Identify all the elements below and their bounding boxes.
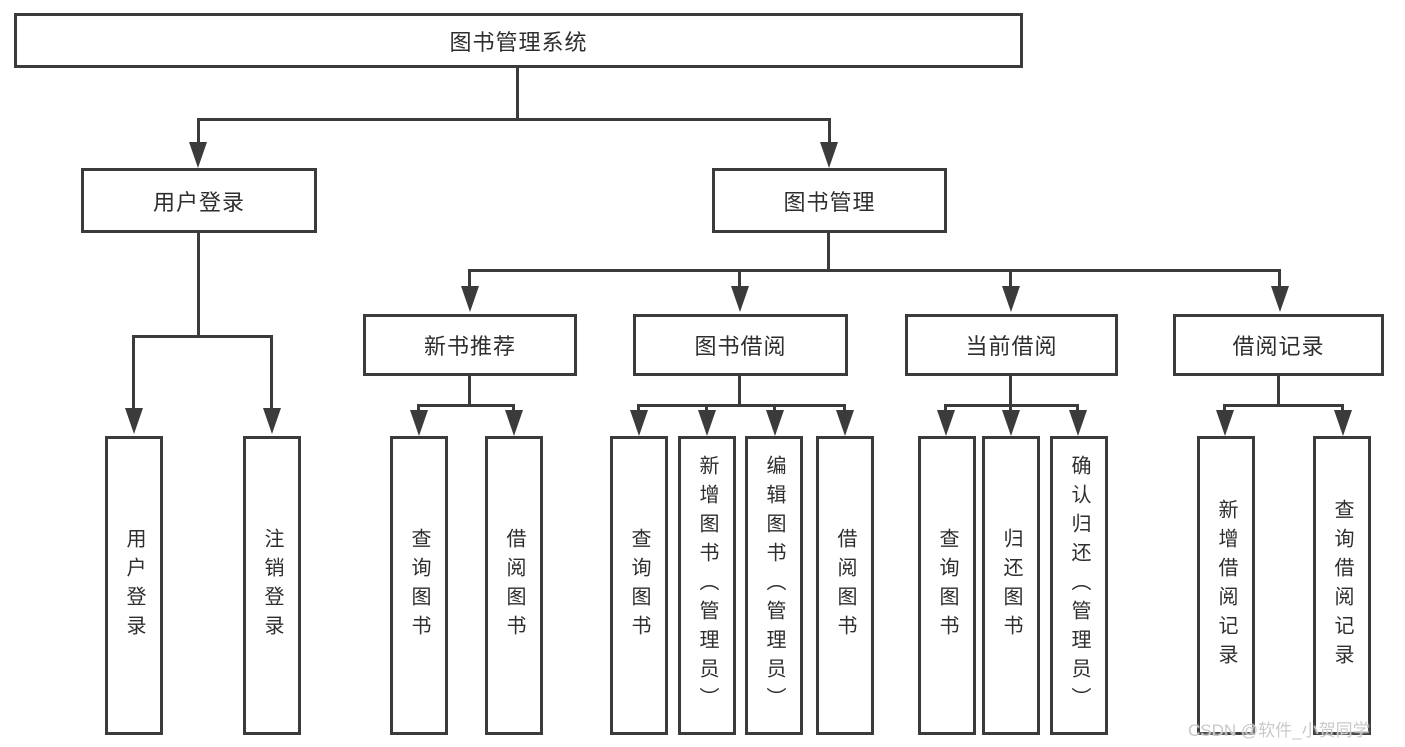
leaf-label: 借阅图书 <box>834 527 856 644</box>
arrowhead-down-icon <box>1271 286 1289 312</box>
connector-line <box>1225 404 1343 407</box>
leaf-label: 归还图书 <box>1000 527 1022 644</box>
leaf-query-books-borrow: 查询图书 <box>610 436 668 735</box>
arrowhead-down-icon <box>1002 286 1020 312</box>
arrowhead-down-icon <box>125 408 143 434</box>
node-borrow-records: 借阅记录 <box>1173 314 1384 376</box>
connector-line <box>132 335 135 410</box>
leaf-return-books: 归还图书 <box>982 436 1040 735</box>
arrowhead-down-icon <box>410 410 428 436</box>
node-borrow-records-label: 借阅记录 <box>1232 334 1325 359</box>
connector-line <box>828 118 831 144</box>
node-book-borrow: 图书借阅 <box>633 314 848 376</box>
arrowhead-down-icon <box>1334 410 1352 436</box>
leaf-label: 查询图书 <box>936 527 958 644</box>
leaf-logout: 注销登录 <box>243 436 301 735</box>
leaf-query-books-current: 查询图书 <box>918 436 976 735</box>
connector-line <box>1076 404 1079 414</box>
leaf-query-books-recommend: 查询图书 <box>390 436 448 735</box>
arrowhead-down-icon <box>1216 410 1234 436</box>
connector-line <box>639 404 845 407</box>
node-new-book-recommend-label: 新书推荐 <box>423 334 516 359</box>
arrowhead-down-icon <box>263 408 281 434</box>
node-root: 图书管理系统 <box>14 13 1023 68</box>
leaf-label: 确认归还（管理员） <box>1068 455 1090 716</box>
leaf-label: 新增借阅记录 <box>1215 498 1237 673</box>
leaf-label: 新增图书（管理员） <box>696 455 718 716</box>
connector-line <box>516 68 519 118</box>
connector-line <box>773 404 776 414</box>
connector-line <box>512 404 515 414</box>
leaf-add-borrow-record: 新增借阅记录 <box>1197 436 1255 735</box>
node-user-login-label: 用户登录 <box>152 189 245 215</box>
arrowhead-down-icon <box>630 410 648 436</box>
arrowhead-down-icon <box>937 410 955 436</box>
connector-line <box>417 404 420 414</box>
leaf-label: 查询图书 <box>408 527 430 644</box>
connector-line <box>705 404 708 414</box>
connector-line <box>270 335 273 410</box>
node-current-borrow: 当前借阅 <box>905 314 1118 376</box>
connector-line <box>738 269 741 289</box>
connector-line <box>738 376 741 404</box>
arrowhead-down-icon <box>820 142 838 168</box>
connector-line <box>197 118 200 144</box>
leaf-user-login: 用户登录 <box>105 436 163 735</box>
leaf-label: 查询借阅记录 <box>1331 498 1353 673</box>
connector-line <box>470 269 1280 272</box>
connector-line <box>944 404 947 414</box>
connector-line <box>197 233 200 335</box>
connector-line <box>468 376 471 404</box>
connector-line <box>198 118 830 121</box>
leaf-query-borrow-record: 查询借阅记录 <box>1313 436 1371 735</box>
connector-line <box>827 233 830 269</box>
connector-line <box>637 404 640 414</box>
leaf-label: 借阅图书 <box>503 527 525 644</box>
connector-line <box>468 269 471 289</box>
connector-line <box>1223 404 1226 414</box>
leaf-label: 注销登录 <box>261 527 283 644</box>
connector-line <box>134 335 272 338</box>
leaf-borrow-books-recommend: 借阅图书 <box>485 436 543 735</box>
arrowhead-down-icon <box>189 142 207 168</box>
node-new-book-recommend: 新书推荐 <box>363 314 577 376</box>
node-book-management-label: 图书管理 <box>783 189 876 215</box>
node-current-borrow-label: 当前借阅 <box>965 334 1058 359</box>
leaf-edit-books-admin: 编辑图书（管理员） <box>745 436 803 735</box>
arrowhead-down-icon <box>731 286 749 312</box>
arrowhead-down-icon <box>1002 410 1020 436</box>
node-book-management: 图书管理 <box>712 168 947 233</box>
node-user-login: 用户登录 <box>81 168 317 233</box>
node-book-borrow-label: 图书借阅 <box>694 334 787 359</box>
connector-line <box>419 404 514 407</box>
leaf-label: 编辑图书（管理员） <box>763 455 785 716</box>
leaf-confirm-return-admin: 确认归还（管理员） <box>1050 436 1108 735</box>
leaf-label: 查询图书 <box>628 527 650 644</box>
arrowhead-down-icon <box>461 286 479 312</box>
leaf-label: 用户登录 <box>123 527 145 644</box>
csdn-watermark: CSDN @软件_小贺同学 <box>1188 721 1370 740</box>
arrowhead-down-icon <box>698 410 716 436</box>
node-root-label: 图书管理系统 <box>449 29 588 55</box>
connector-line <box>1341 404 1344 414</box>
arrowhead-down-icon <box>1069 410 1087 436</box>
connector-line <box>946 404 1078 407</box>
leaf-borrow-books: 借阅图书 <box>816 436 874 735</box>
leaf-add-books-admin: 新增图书（管理员） <box>678 436 736 735</box>
connector-line <box>1277 376 1280 404</box>
arrowhead-down-icon <box>505 410 523 436</box>
connector-line <box>1009 376 1012 404</box>
connector-line <box>1278 269 1281 289</box>
arrowhead-down-icon <box>836 410 854 436</box>
connector-line <box>1009 269 1012 289</box>
arrowhead-down-icon <box>766 410 784 436</box>
connector-line <box>1009 404 1012 414</box>
connector-line <box>843 404 846 414</box>
